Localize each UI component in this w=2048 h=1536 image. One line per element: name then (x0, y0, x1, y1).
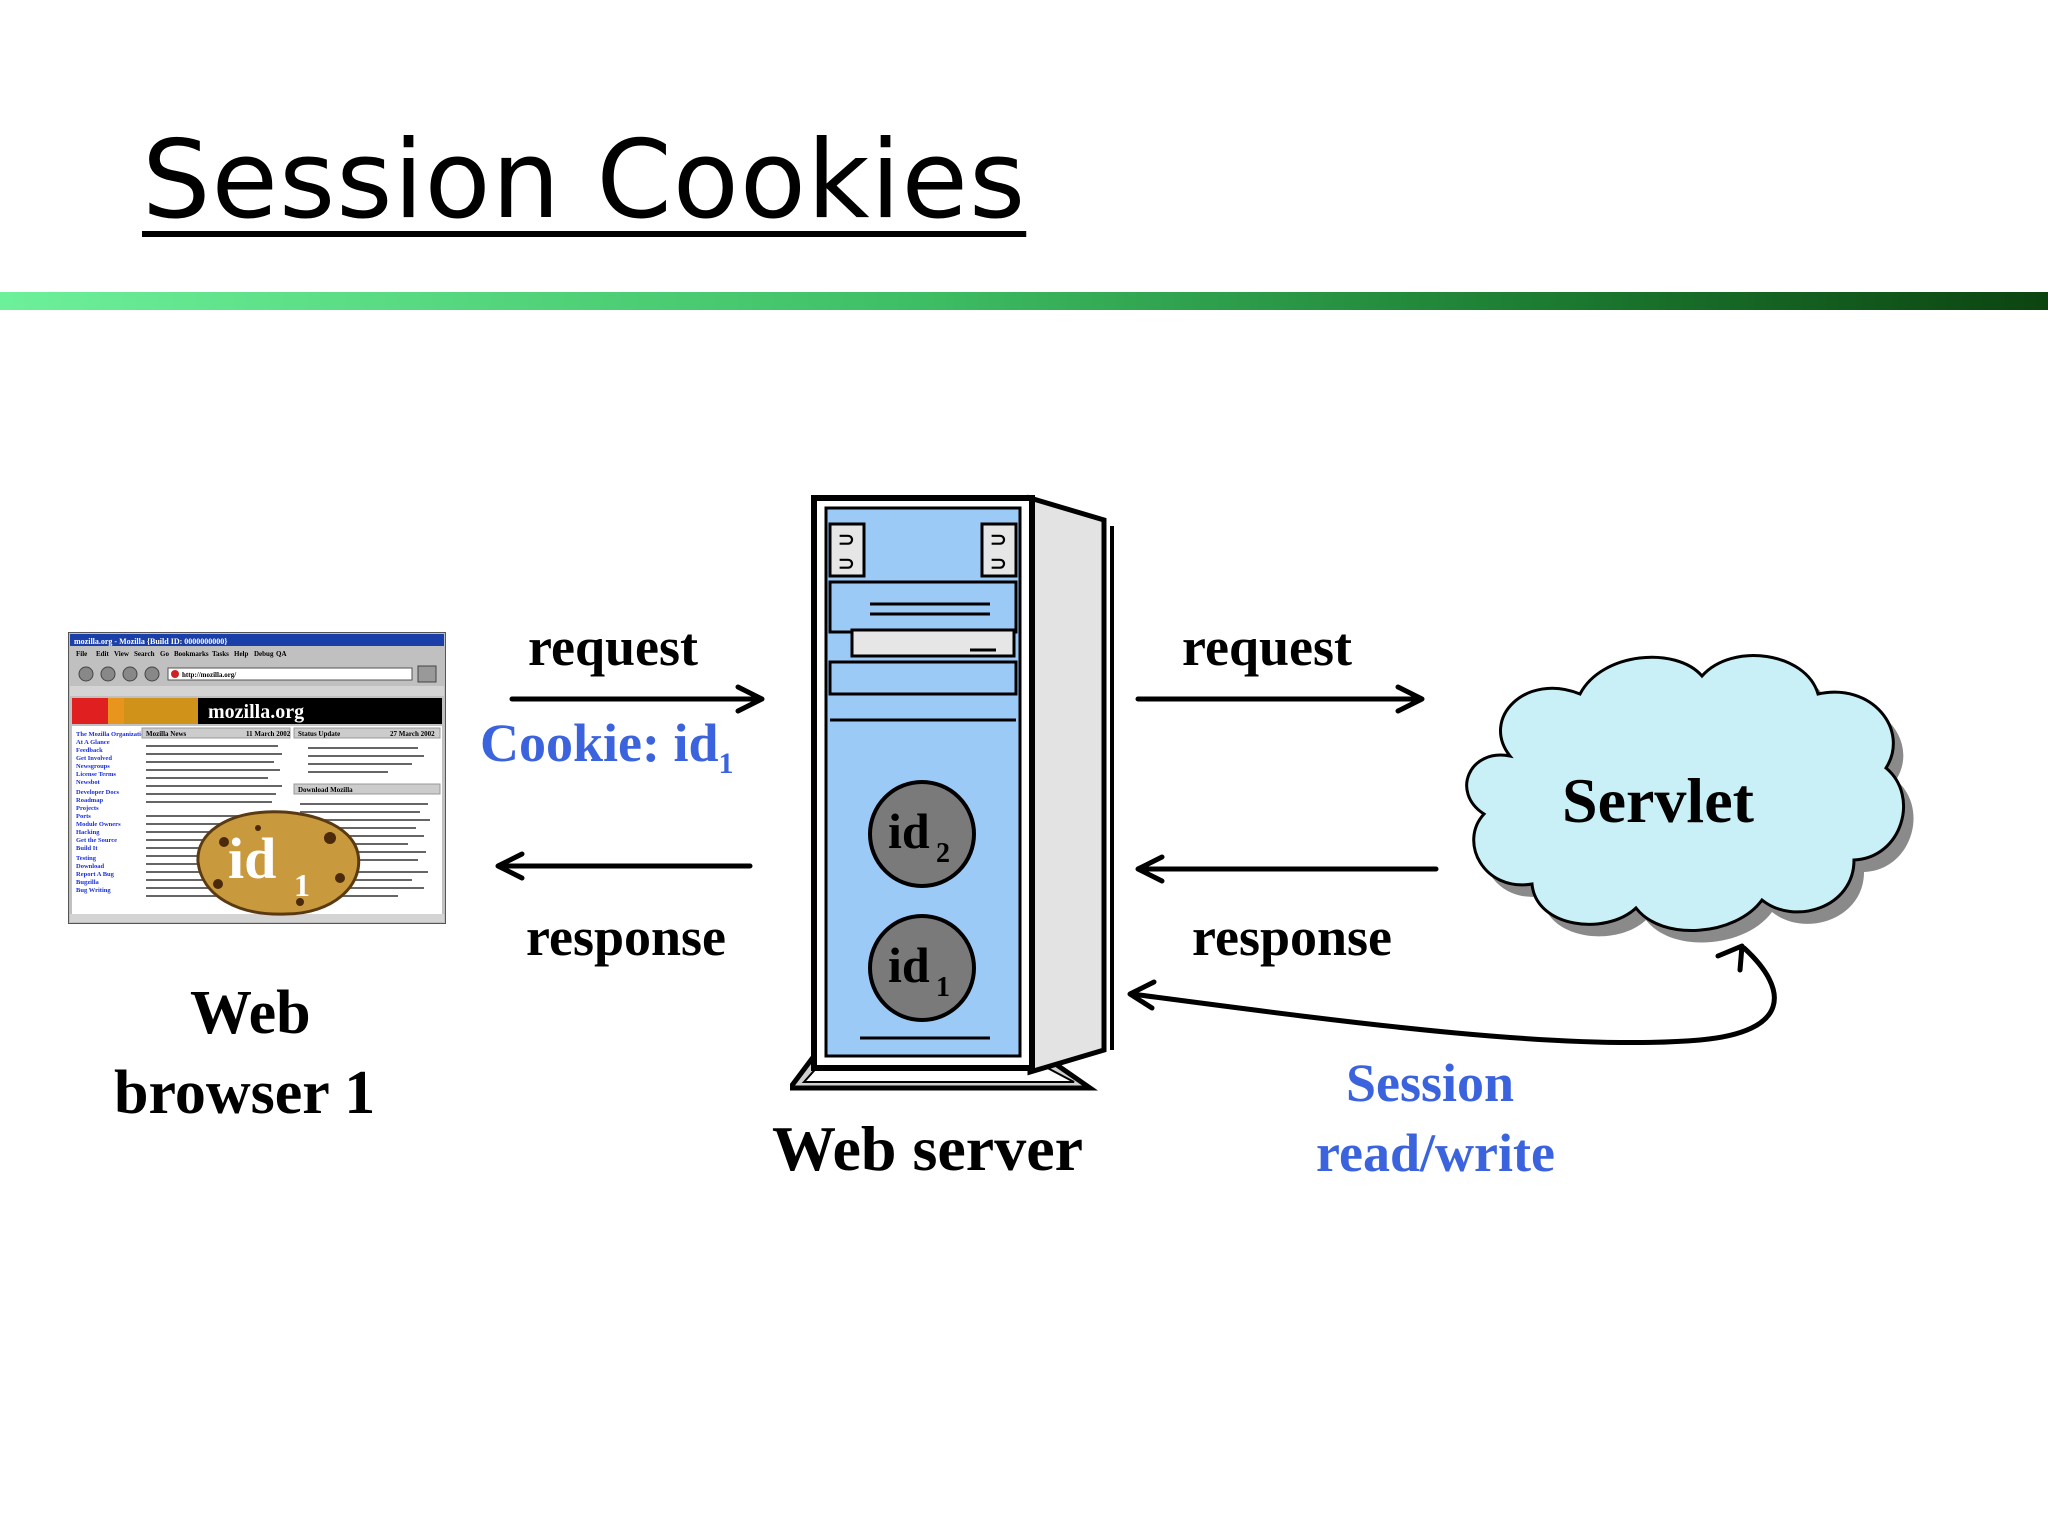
arrow-head-browser-to-server (735, 684, 765, 714)
cookie-id-text: id (228, 826, 276, 891)
browser-label-line1: Web (190, 979, 311, 1047)
status-header: Status Update (298, 730, 340, 738)
slide-title: Session Cookies (142, 118, 1027, 243)
menu-item-qa: QA (276, 650, 287, 658)
svg-text:Hacking: Hacking (76, 829, 100, 836)
arrow-head-server-to-servlet (1395, 684, 1425, 714)
arrow-head-session-servlet (1715, 943, 1745, 973)
svg-text:Report A Bug: Report A Bug (76, 871, 115, 878)
session-label-line2: read/write (1316, 1123, 1555, 1183)
cookie-header-text: Cookie: id (480, 713, 719, 773)
browser-menu: File Edit View Search Go Bookmarks Tasks… (76, 650, 287, 658)
svg-text:The Mozilla Organization: The Mozilla Organization (76, 731, 148, 738)
arrow-head-servlet-to-server (1135, 854, 1165, 884)
servlet-label: Servlet (1562, 765, 1755, 836)
svg-text:Download: Download (76, 863, 105, 870)
arrow-head-session-server (1127, 979, 1157, 1011)
svg-text:⊃: ⊃ (838, 529, 855, 551)
browser-label-line2: browser 1 (114, 1059, 376, 1127)
session-label-line1: Session (1346, 1053, 1515, 1113)
svg-text:Newsgroups: Newsgroups (76, 763, 110, 770)
svg-text:⊃: ⊃ (838, 553, 855, 575)
news-date: 11 March 2002 (246, 730, 291, 738)
menu-item-go: Go (160, 650, 169, 658)
menu-item-debug: Debug (254, 650, 274, 658)
session-id2-text: id (888, 803, 930, 859)
svg-text:Get Involved: Get Involved (76, 755, 112, 762)
cookie-id-sub: 1 (294, 867, 310, 903)
cookie-header-label: Cookie: id1 (480, 712, 734, 781)
svg-text:⊃: ⊃ (990, 529, 1007, 551)
session-id1-disk (868, 914, 976, 1022)
svg-text:Get the Source: Get the Source (76, 837, 117, 844)
session-id2-sub: 2 (936, 838, 950, 869)
svg-text:Newsbot: Newsbot (76, 779, 101, 786)
left-response-label: response (526, 907, 727, 967)
status-date: 27 March 2002 (390, 730, 435, 738)
mozilla-logo-text: mozilla.org (208, 701, 304, 723)
left-request-label: request (528, 617, 698, 677)
svg-text:⊃: ⊃ (990, 553, 1007, 575)
cookie-header-sub: 1 (718, 746, 734, 780)
svg-text:Roadmap: Roadmap (76, 797, 103, 804)
server-tower-icon: ⊃ ⊃ ⊃ ⊃ id 2 id 1 (790, 494, 1114, 1091)
right-request-label: request (1182, 617, 1352, 677)
site-icon (171, 670, 179, 678)
news-header: Mozilla News (146, 730, 187, 738)
right-response-label: response (1192, 907, 1393, 967)
menu-item-file: File (76, 650, 87, 658)
stop-icon (144, 666, 160, 682)
server-label: Web server (772, 1113, 1083, 1184)
svg-text:Ports: Ports (76, 813, 91, 820)
menu-item-tasks: Tasks (212, 650, 229, 658)
address-bar (167, 667, 413, 681)
back-icon (78, 666, 94, 682)
session-id2-disk (868, 780, 976, 888)
throbber-icon (417, 665, 437, 683)
sidebar-links: The Mozilla Organization At A Glance Fee… (76, 731, 148, 894)
menu-item-help: Help (234, 650, 248, 658)
download-header: Download Mozilla (298, 786, 353, 794)
svg-text:Projects: Projects (76, 805, 99, 812)
menu-item-edit: Edit (96, 650, 110, 658)
svg-text:At A Glance: At A Glance (76, 739, 110, 746)
arrow-session-curve (1129, 945, 1777, 1046)
cookie-icon: id 1 (196, 810, 361, 916)
menu-item-bookmarks: Bookmarks (174, 650, 209, 658)
svg-text:Module Owners: Module Owners (76, 821, 121, 828)
svg-text:Bug Writing: Bug Writing (76, 887, 111, 894)
svg-text:Testing: Testing (76, 855, 97, 862)
browser-window: mozilla.org - Mozilla {Build ID: 0000000… (68, 632, 446, 924)
session-id1-sub: 1 (936, 972, 950, 1003)
address-text: http://mozilla.org/ (182, 671, 237, 679)
svg-text:Feedback: Feedback (76, 747, 103, 754)
cloud-icon: Servlet (1465, 654, 1914, 943)
menu-item-search: Search (134, 650, 155, 658)
svg-text:License Terms: License Terms (76, 771, 116, 778)
browser-title-text: mozilla.org - Mozilla {Build ID: 0000000… (74, 637, 227, 646)
accent-bar (0, 292, 2048, 310)
arrow-head-server-to-browser (495, 851, 525, 881)
svg-text:Build It: Build It (76, 845, 98, 852)
reload-icon (122, 666, 138, 682)
svg-text:Bugzilla: Bugzilla (76, 879, 100, 886)
session-id1-text: id (888, 937, 930, 993)
svg-text:Developer Docs: Developer Docs (76, 789, 119, 796)
menu-item-view: View (114, 650, 130, 658)
forward-icon (100, 666, 116, 682)
